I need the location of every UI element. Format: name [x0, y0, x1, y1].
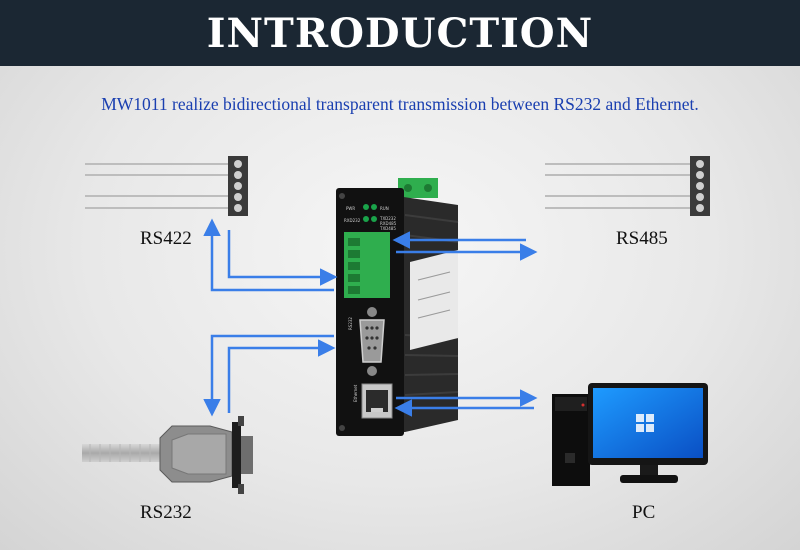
arrow-rs232-to-device [227, 339, 336, 413]
label-rs485: RS485 [616, 228, 668, 249]
arrow-rs422-to-device [227, 230, 338, 286]
label-rs422: RS422 [140, 228, 192, 249]
arrow-device-to-rs232 [203, 334, 334, 417]
subtitle: MW1011 realize bidirectional transparent… [101, 94, 699, 114]
led-label-txd485: TXD485 [379, 226, 396, 231]
data-flow-arrows [203, 218, 538, 417]
mw1011-device [336, 178, 459, 436]
rs422-terminal-block [228, 156, 248, 216]
rs232-db9-connector [82, 416, 253, 494]
led-label-rxd232: RXD232 [344, 218, 361, 223]
led-label-pwr: PWR [346, 206, 355, 211]
label-rs232: RS232 [140, 502, 192, 523]
rs485-wires [545, 163, 690, 209]
port-label-serial: RS232 [348, 317, 353, 330]
led-label-txd232: TXD232 [379, 216, 396, 221]
label-pc: PC [632, 502, 656, 523]
pc-illustration [552, 383, 708, 486]
led-label-run: RUN [380, 206, 389, 211]
rs485-terminal-block [690, 156, 710, 216]
arrow-device-to-rs422 [203, 218, 334, 292]
title-bar: INTRODUCTION [0, 0, 800, 66]
led-label-rxd485: RXD485 [380, 221, 397, 226]
page-title: INTRODUCTION [206, 9, 594, 57]
port-label-ethernet: Ethernet [353, 384, 358, 402]
rs422-wires [85, 163, 228, 209]
device-led-labels: PWR RUN RXD232 TXD232 RXD485 TXD485 RS23… [344, 206, 397, 402]
